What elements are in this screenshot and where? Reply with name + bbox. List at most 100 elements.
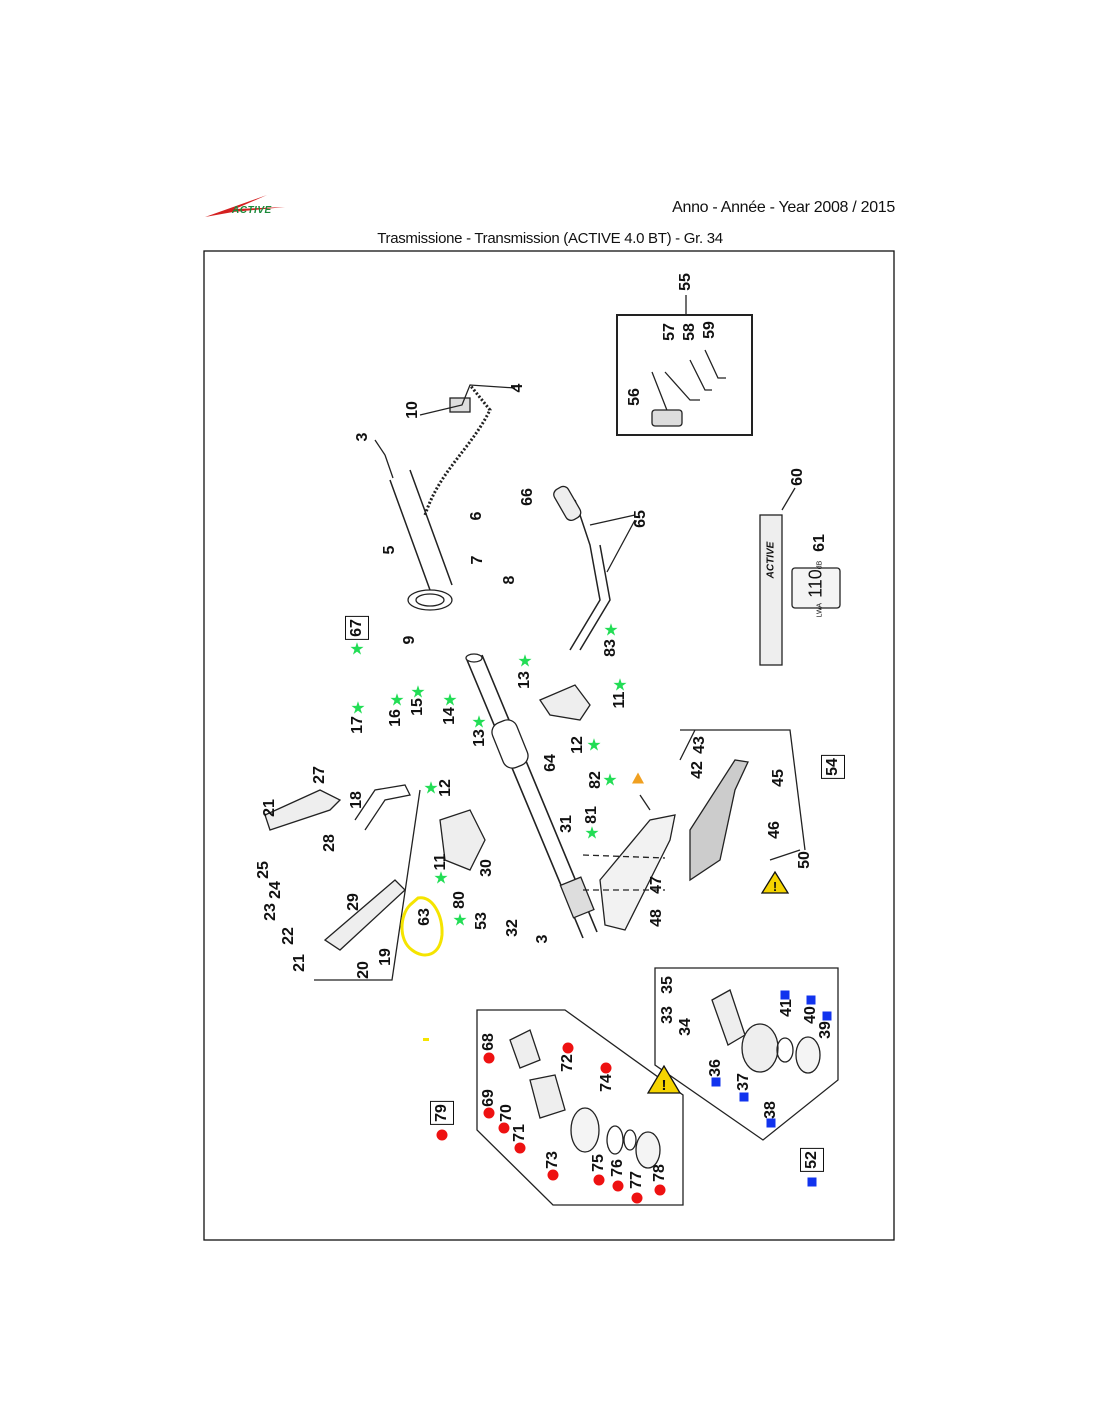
star-marker-icon: ★ (442, 690, 458, 710)
callout-9: 9 (401, 635, 418, 645)
square-marker-icon (807, 1177, 817, 1187)
diagram-title: Trasmissione - Transmission (ACTIVE 4.0 … (377, 230, 723, 247)
circle-marker-icon (483, 1107, 495, 1119)
callout-71: 71 (511, 1124, 528, 1142)
circle-marker-icon (436, 1129, 448, 1141)
callout-78: 78 (651, 1164, 668, 1182)
callout-20: 20 (355, 961, 372, 979)
star-marker-icon: ★ (471, 712, 487, 732)
callout-38: 38 (762, 1101, 779, 1119)
callout-46: 46 (766, 821, 783, 839)
star-marker-icon: ★ (433, 868, 449, 888)
callout-83: 83 (602, 639, 619, 657)
year-label: Anno - Année - Year 2008 / 2015 (672, 199, 895, 216)
callout-14: 14 (441, 707, 458, 725)
callout-28: 28 (321, 834, 338, 852)
active-logo (205, 195, 285, 217)
callout-42: 42 (689, 761, 706, 779)
callout-24: 24 (267, 881, 284, 899)
callout-63: 63 (416, 908, 433, 926)
square-marker-icon (766, 1118, 776, 1128)
callout-61: 61 (811, 534, 828, 552)
callout-53: 53 (473, 912, 490, 930)
callout-17: 17 (349, 716, 366, 734)
triangle-marker (632, 772, 644, 784)
callout-43: 43 (691, 736, 708, 754)
callout-66: 66 (519, 488, 536, 506)
callout-39: 39 (817, 1021, 834, 1039)
callout-13: 13 (471, 729, 488, 747)
square-marker-icon (780, 990, 790, 1000)
square-marker-icon (739, 1092, 749, 1102)
svg-text:!: ! (662, 1077, 667, 1094)
callout-47: 47 (648, 876, 665, 894)
star-marker-icon: ★ (349, 639, 365, 659)
star-marker-icon: ★ (584, 823, 600, 843)
callout-8: 8 (501, 575, 518, 585)
callout-21: 21 (261, 799, 278, 817)
callout-12: 12 (437, 779, 454, 797)
star-marker-icon: ★ (602, 770, 618, 790)
callout-33: 33 (659, 1006, 676, 1024)
circle-marker-icon (612, 1180, 624, 1192)
noise-decal (791, 567, 841, 609)
callout-25: 25 (255, 861, 272, 879)
callout-54: 54 (821, 755, 845, 779)
callout-31: 31 (558, 815, 575, 833)
callout-3: 3 (354, 432, 371, 442)
callout-32: 32 (504, 919, 521, 937)
circle-marker-icon (562, 1042, 574, 1054)
square-marker-icon (806, 995, 816, 1005)
callout-59: 59 (701, 321, 718, 339)
callout-12: 12 (569, 736, 586, 754)
warning-sign-icon: ! (646, 1064, 682, 1094)
callout-30: 30 (478, 859, 495, 877)
callout-80: 80 (451, 891, 468, 909)
callout-45: 45 (770, 769, 787, 787)
callout-81: 81 (583, 806, 600, 824)
callout-41: 41 (778, 999, 795, 1017)
tool-kit-box (616, 314, 753, 436)
callout-70: 70 (498, 1104, 515, 1122)
callout-37: 37 (735, 1073, 752, 1091)
callout-74: 74 (598, 1074, 615, 1092)
callout-6: 6 (468, 511, 485, 521)
star-marker-icon: ★ (389, 690, 405, 710)
callout-69: 69 (480, 1089, 497, 1107)
circle-marker-icon (514, 1142, 526, 1154)
callout-60: 60 (789, 468, 806, 486)
callout-67: 67 (345, 616, 369, 640)
decal-brand: ACTIVE (765, 541, 777, 579)
circle-marker-icon (498, 1122, 510, 1134)
callout-10: 10 (404, 401, 421, 419)
callout-76: 76 (609, 1159, 626, 1177)
circle-marker-icon (631, 1192, 643, 1204)
star-marker-icon: ★ (586, 735, 602, 755)
highlight-circle-63 (400, 896, 444, 957)
callout-13: 13 (516, 671, 533, 689)
callout-22: 22 (280, 927, 297, 945)
callout-21: 21 (291, 954, 308, 972)
callout-77: 77 (628, 1171, 645, 1189)
callout-7: 7 (469, 555, 486, 565)
callout-4: 4 (509, 383, 526, 393)
star-marker-icon: ★ (350, 698, 366, 718)
callout-29: 29 (345, 893, 362, 911)
star-marker-icon: ★ (423, 778, 439, 798)
callout-50: 50 (796, 851, 813, 869)
star-marker-icon: ★ (612, 675, 628, 695)
square-marker-icon (822, 1011, 832, 1021)
callout-64: 64 (542, 754, 559, 772)
callout-18: 18 (348, 791, 365, 809)
callout-72: 72 (559, 1054, 576, 1072)
star-marker-icon: ★ (517, 651, 533, 671)
logo-text: ACTIVE (232, 205, 272, 216)
callout-36: 36 (707, 1059, 724, 1077)
callout-52: 52 (800, 1148, 824, 1172)
star-marker-icon: ★ (603, 620, 619, 640)
callout-5: 5 (381, 545, 398, 555)
callout-58: 58 (681, 323, 698, 341)
callout-23: 23 (262, 903, 279, 921)
